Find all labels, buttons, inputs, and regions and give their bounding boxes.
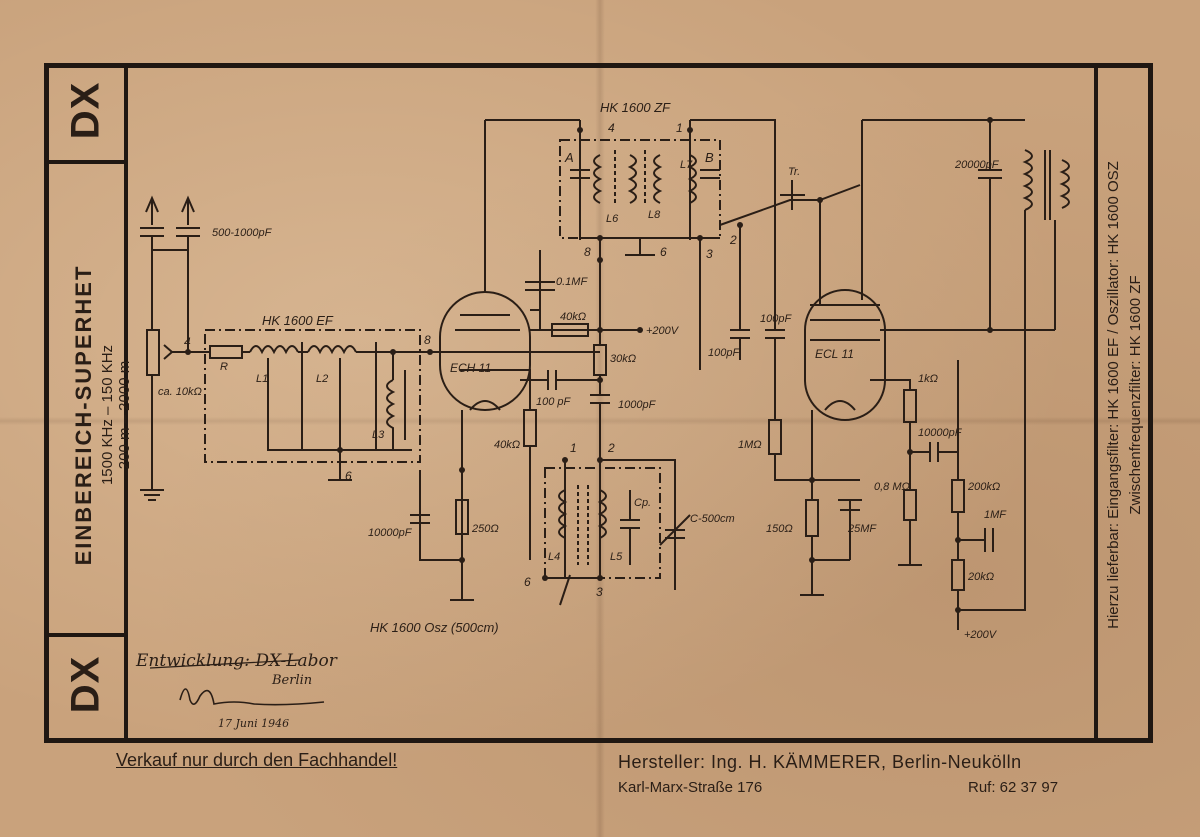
pin-1a: 1: [676, 121, 683, 135]
label-r40k-top: 40kΩ: [560, 311, 586, 323]
label-l2: L2: [316, 373, 328, 385]
label-r1m: 1MΩ: [738, 439, 762, 451]
right-divider: [1094, 63, 1098, 743]
label-r200k: 200kΩ: [967, 481, 1000, 493]
label-plus200-top: +200V: [646, 325, 680, 337]
label-c500: C-500cm: [690, 513, 735, 525]
pin-2a: 2: [729, 233, 737, 247]
pin-8a: 8: [424, 333, 431, 347]
antenna-2: [181, 195, 195, 225]
label-l4: L4: [548, 551, 560, 563]
label-r20k: 20kΩ: [967, 571, 994, 583]
label-r40k: 40kΩ: [494, 439, 520, 451]
dx-box-divider-top: [44, 160, 128, 164]
label-r: R: [220, 361, 228, 373]
label-b: B: [705, 150, 714, 165]
label-c20000pf: 20000pF: [954, 159, 1000, 171]
pin-4b: 4: [608, 121, 615, 135]
label-c10000pf-b: 10000pF: [918, 427, 963, 439]
label-osz: HK 1600 Osz (500cm): [370, 620, 499, 635]
label-l8: L8: [648, 209, 661, 221]
label-a: A: [564, 150, 574, 165]
dx-box-divider-bottom: [44, 633, 128, 637]
label-plus200-bot: +200V: [964, 629, 998, 641]
label-r08m: 0,8 MΩ: [874, 481, 910, 493]
pin-3c: 3: [596, 585, 603, 599]
label-c1mf: 1MF: [984, 509, 1007, 521]
label-pot: ca. 10kΩ: [158, 386, 202, 398]
pin-4a: 4: [184, 335, 191, 349]
pin-1c: 1: [570, 441, 577, 455]
phone: Ruf: 62 37 97: [968, 779, 1059, 796]
sales-note: Verkauf nur durch den Fachhandel!: [116, 750, 398, 770]
label-l1: L1: [256, 373, 268, 385]
label-r1k: 1kΩ: [918, 373, 938, 385]
label-r150: 150Ω: [766, 523, 793, 535]
antenna-1: [145, 195, 159, 225]
label-tr: Tr.: [788, 166, 800, 178]
label-cap-antenna: 500-1000pF: [212, 227, 273, 239]
label-l7: L7: [680, 159, 693, 171]
pin-6b: 6: [660, 245, 667, 259]
pin-2c: 2: [607, 441, 615, 455]
pin-3a: 3: [706, 247, 713, 261]
lab-city: Berlin: [272, 673, 313, 688]
label-r30k: 30kΩ: [610, 353, 636, 365]
label-ecl11: ECL 11: [815, 347, 854, 361]
manufacturer: Hersteller: Ing. H. KÄMMERER, Berlin-Neu…: [618, 752, 1022, 772]
label-c100pf-a: 100pF: [708, 347, 740, 359]
left-divider: [124, 63, 128, 743]
label-c25mf: 25MF: [847, 523, 877, 535]
label-c01: 0.1MF: [556, 276, 588, 288]
label-c100pf: 100 pF: [536, 396, 572, 408]
label-l3: L3: [372, 429, 385, 441]
label-ef: HK 1600 EF: [262, 313, 334, 328]
label-ech11: ECH 11: [450, 361, 491, 375]
label-c10000pf: 10000pF: [368, 527, 413, 539]
handwritten-signature: [179, 688, 325, 706]
pin-6c: 6: [524, 575, 531, 589]
address: Karl-Marx-Straße 176: [618, 779, 763, 796]
label-r250: 250Ω: [471, 523, 499, 535]
signature-date: 17 Juni 1946: [218, 717, 290, 730]
label-l6: L6: [606, 213, 619, 225]
pin-6a: 6: [345, 469, 352, 483]
pin-8b: 8: [584, 245, 591, 259]
label-c100pf-b: 100pF: [760, 313, 792, 325]
label-zf: HK 1600 ZF: [600, 100, 671, 115]
label-c1000pf: 1000pF: [618, 399, 657, 411]
page-border: [44, 63, 1153, 743]
label-l5: L5: [610, 551, 623, 563]
label-cp: Cp.: [634, 497, 651, 509]
